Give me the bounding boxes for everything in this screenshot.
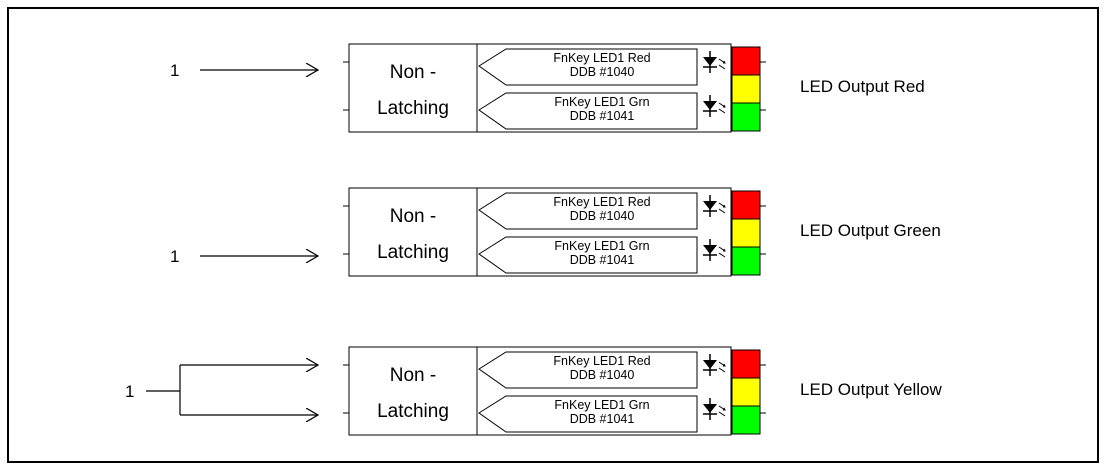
input-label: 1 — [125, 382, 134, 401]
signal-name: FnKey LED1 Grn — [554, 398, 649, 412]
signal-ddb: DDB #1040 — [570, 209, 635, 223]
signal-name: FnKey LED1 Red — [553, 51, 650, 65]
led-red-cell — [731, 190, 761, 220]
led-icon — [703, 95, 726, 117]
led-icon — [703, 354, 726, 376]
non-latching-block — [348, 43, 478, 133]
signal-connector — [478, 192, 698, 230]
led-icon — [703, 239, 726, 261]
non-latching-block — [348, 187, 478, 277]
signal-name: FnKey LED1 Grn — [554, 239, 649, 253]
block-label-line2: Latching — [377, 98, 449, 119]
led-icon — [703, 398, 726, 420]
led-red-cell — [731, 349, 761, 379]
signal-connector — [478, 48, 698, 86]
led-red-cell — [731, 46, 761, 76]
signal-name: FnKey LED1 Grn — [554, 95, 649, 109]
led-icon — [703, 195, 726, 217]
input-label: 1 — [170, 61, 179, 80]
block-label-line1: Non - — [390, 206, 436, 227]
signal-ddb: DDB #1040 — [570, 368, 635, 382]
led-yellow-cell — [731, 74, 761, 104]
block-label-line1: Non - — [390, 365, 436, 386]
block-label-line2: Latching — [377, 242, 449, 263]
output-label: LED Output Yellow — [800, 380, 942, 399]
led-yellow-cell — [731, 377, 761, 407]
led-icon — [703, 51, 726, 73]
signal-name: FnKey LED1 Red — [553, 195, 650, 209]
signal-connector — [478, 236, 698, 274]
led-green-cell — [731, 102, 761, 132]
block-label-line1: Non - — [390, 62, 436, 83]
led-green-cell — [731, 405, 761, 435]
block-label-line2: Latching — [377, 401, 449, 422]
signal-ddb: DDB #1041 — [570, 109, 635, 123]
signal-ddb: DDB #1041 — [570, 253, 635, 267]
led-yellow-cell — [731, 218, 761, 248]
output-label: LED Output Red — [800, 77, 925, 96]
signal-name: FnKey LED1 Red — [553, 354, 650, 368]
signal-connector — [478, 395, 698, 433]
led-green-cell — [731, 246, 761, 276]
signal-connector — [478, 92, 698, 130]
input-label: 1 — [170, 247, 179, 266]
non-latching-block — [348, 346, 478, 436]
signal-ddb: DDB #1041 — [570, 412, 635, 426]
signal-ddb: DDB #1040 — [570, 65, 635, 79]
output-label: LED Output Green — [800, 221, 941, 240]
signal-connector — [478, 351, 698, 389]
